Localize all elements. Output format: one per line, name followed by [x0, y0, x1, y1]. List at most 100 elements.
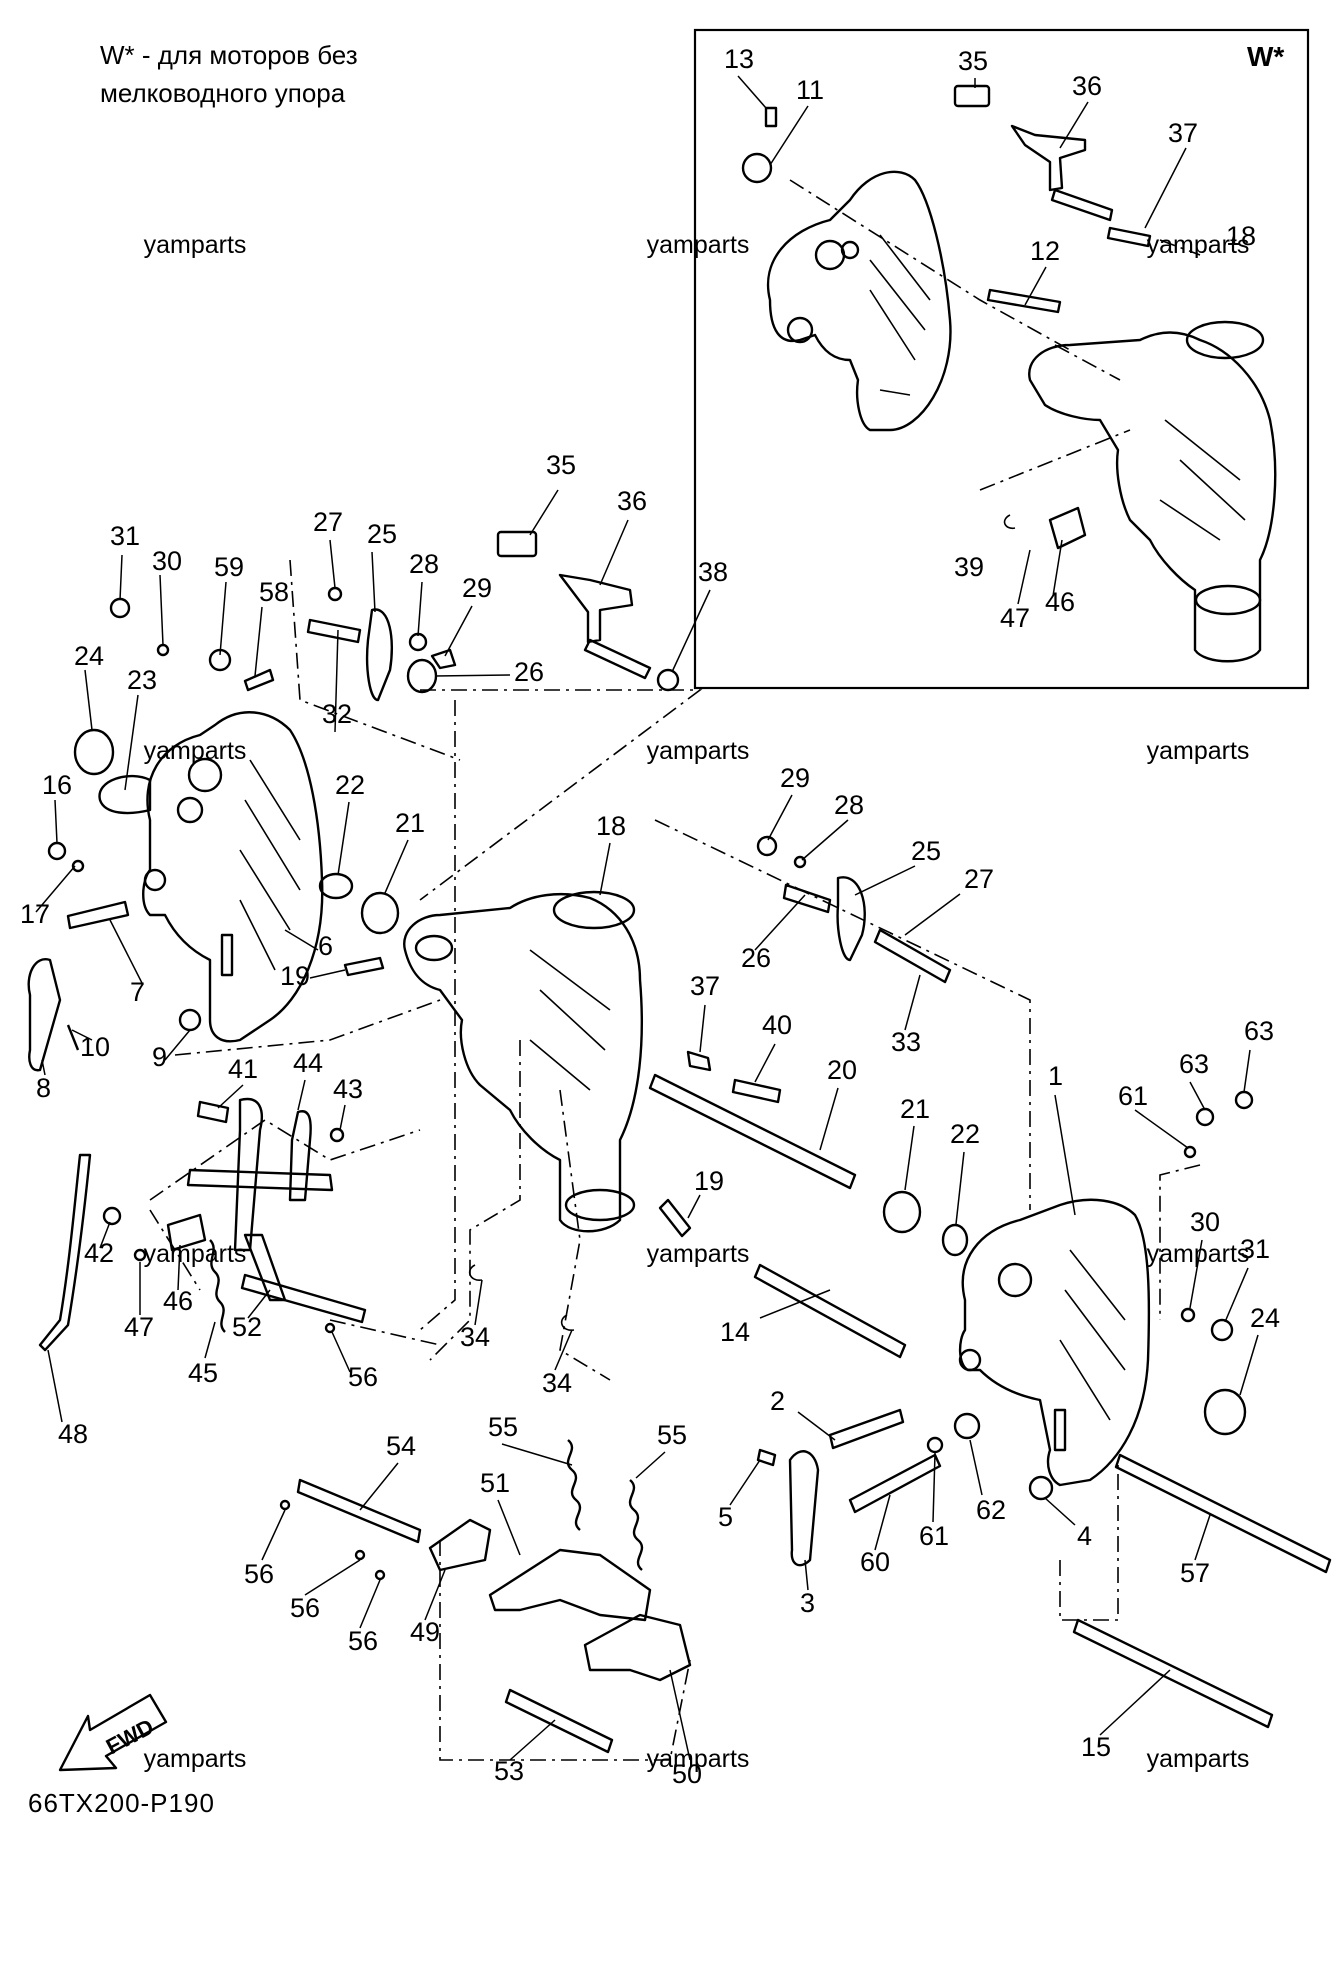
part-number-label: 58 — [259, 577, 289, 607]
part-number-label: 33 — [891, 1027, 921, 1057]
part-number-label: 48 — [58, 1419, 88, 1449]
part-number-label: 25 — [911, 836, 941, 866]
part-number-label: 37 — [1168, 118, 1198, 148]
part-number-label: 63 — [1179, 1049, 1209, 1079]
part-number-label: 40 — [762, 1010, 792, 1040]
part-number-label: 24 — [1250, 1303, 1280, 1333]
part-number-label: 8 — [36, 1073, 51, 1103]
part-number-label: 20 — [827, 1055, 857, 1085]
part-number-label: 47 — [1000, 603, 1030, 633]
part-number-label: 5 — [718, 1502, 733, 1532]
watermark: yamparts — [144, 1745, 247, 1773]
part-number-label: 31 — [110, 521, 140, 551]
right-small-parts — [756, 1090, 1332, 1729]
part-number-label: 56 — [348, 1626, 378, 1656]
part-number-label: 54 — [386, 1431, 416, 1461]
watermark: yamparts — [144, 1240, 247, 1268]
part-number-label: 61 — [919, 1521, 949, 1551]
part-number-label: 45 — [188, 1358, 218, 1388]
part-number-label: 46 — [1045, 587, 1075, 617]
part-number-label: 12 — [1030, 236, 1060, 266]
watermark: yamparts — [647, 1745, 750, 1773]
part-number-label: 39 — [954, 552, 984, 582]
part-number-label: 30 — [152, 546, 182, 576]
part-number-label: 13 — [724, 44, 754, 74]
part-number-label: 21 — [395, 808, 425, 838]
part-number-label: 42 — [84, 1238, 114, 1268]
part-number-label: 9 — [152, 1042, 167, 1072]
part-number-label: 35 — [546, 450, 576, 480]
guide-lines — [149, 559, 1201, 1761]
leader-lines — [35, 489, 1259, 1761]
diagram-code: 66TX200-P190 — [28, 1788, 215, 1818]
part-number-label: 55 — [488, 1412, 518, 1442]
part-number-label: 10 — [80, 1032, 110, 1062]
part-number-label: 18 — [1226, 221, 1256, 251]
part-number-label: 59 — [214, 552, 244, 582]
inset-leaders — [737, 75, 1201, 605]
part-number-label: 62 — [976, 1495, 1006, 1525]
part-number-label: 56 — [348, 1362, 378, 1392]
watermark: yamparts — [647, 737, 750, 765]
part-number-label: 34 — [460, 1322, 490, 1352]
part-number-label: 22 — [335, 770, 365, 800]
part-number-label: 41 — [228, 1054, 258, 1084]
part-number-label: 27 — [964, 864, 994, 894]
part-number-label: 31 — [1240, 1234, 1270, 1264]
inset-swivel-bracket — [1028, 320, 1277, 663]
part-number-label: 24 — [74, 641, 104, 671]
watermark: yamparts — [647, 1240, 750, 1268]
part-number-label: 21 — [900, 1094, 930, 1124]
part-number-label: 49 — [410, 1617, 440, 1647]
watermark-layer: yamparts yamparts yamparts yamparts yamparts… — [144, 231, 1250, 1773]
part-number-label: 19 — [694, 1166, 724, 1196]
part-number-label: 27 — [313, 507, 343, 537]
part-number-label: 22 — [950, 1119, 980, 1149]
part-number-label: 19 — [280, 961, 310, 991]
part-number-label: 35 — [958, 46, 988, 76]
part-number-label: 16 — [42, 770, 72, 800]
tilt-linkage — [38, 1097, 575, 1352]
part-number-label: 4 — [1077, 1521, 1092, 1551]
part-number-label: 47 — [124, 1312, 154, 1342]
left-clamp-bracket — [142, 711, 324, 1043]
part-number-label: 3 — [800, 1588, 815, 1618]
part-number-label: 7 — [130, 977, 145, 1007]
part-number-label: 30 — [1190, 1207, 1220, 1237]
part-number-label: 36 — [1072, 71, 1102, 101]
part-number-label: 11 — [796, 75, 824, 105]
part-number-label: 28 — [409, 549, 439, 579]
inset-tag: W* — [1247, 41, 1284, 72]
part-number-label: 29 — [780, 763, 810, 793]
watermark: yamparts — [144, 231, 247, 259]
part-number-label: 6 — [318, 931, 333, 961]
center-shafts — [648, 835, 969, 1359]
diagram-note: W* - для моторов без мелководного упора — [100, 40, 358, 108]
part-number-label: 60 — [860, 1547, 890, 1577]
right-clamp-bracket — [958, 1198, 1151, 1487]
part-number-label: 1 — [1048, 1061, 1063, 1091]
watermark: yamparts — [1147, 1240, 1250, 1268]
inset-bracket-left — [766, 170, 952, 432]
part-number-label: 56 — [290, 1593, 320, 1623]
part-number-label: 43 — [333, 1074, 363, 1104]
part-number-label: 29 — [462, 573, 492, 603]
part-number-label: 32 — [322, 699, 352, 729]
part-number-label: 37 — [690, 971, 720, 1001]
part-number-label: 55 — [657, 1420, 687, 1450]
part-number-label: 61 — [1118, 1081, 1148, 1111]
inset-frame — [693, 28, 1310, 690]
inset-small-parts — [741, 84, 1152, 550]
watermark: yamparts — [647, 231, 750, 259]
part-number-label: 17 — [20, 899, 50, 929]
part-number-label: 38 — [698, 557, 728, 587]
part-number-label: 23 — [127, 665, 157, 695]
watermark: yamparts — [1147, 737, 1250, 765]
watermark: yamparts — [144, 737, 247, 765]
upper-small-parts — [306, 530, 680, 702]
part-number-label: 50 — [672, 1759, 702, 1789]
part-number-label: 28 — [834, 790, 864, 820]
part-number-label: 34 — [542, 1368, 572, 1398]
